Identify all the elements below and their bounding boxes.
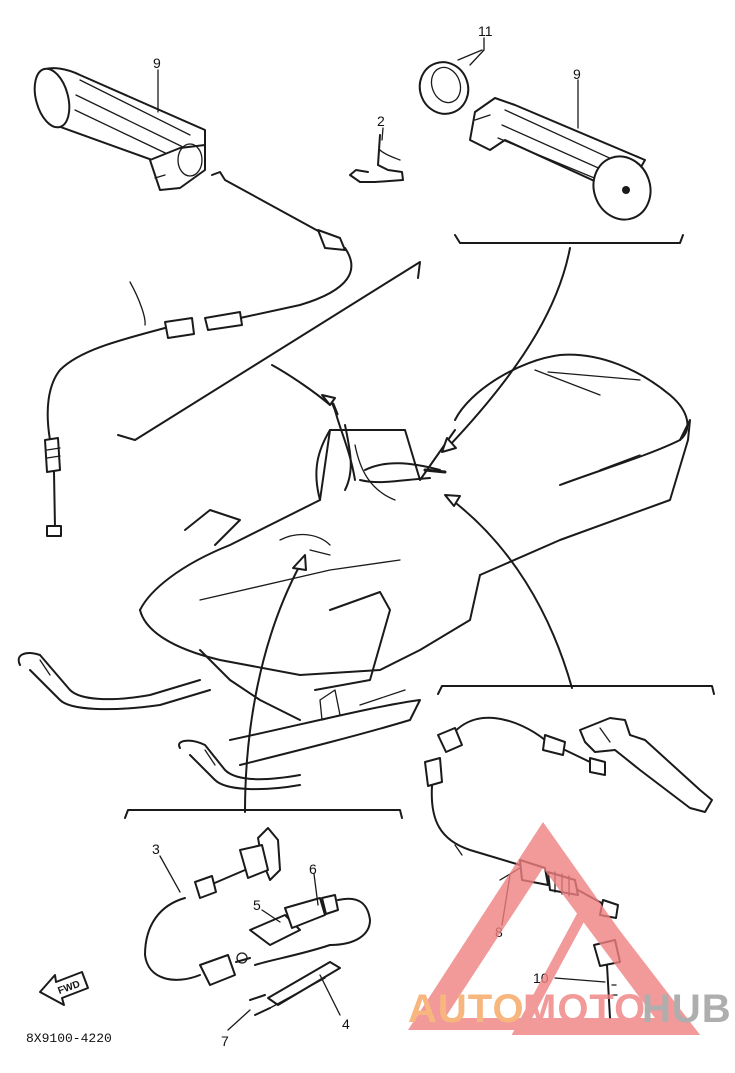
callout-3: 3 [152, 841, 160, 857]
starter-cable-kit [144, 827, 371, 1016]
callout-9-right: 9 [573, 66, 581, 82]
right-grip-assembly [418, 49, 652, 221]
watermark-logo: AUTO MOTO HUB [408, 822, 732, 1035]
clip-part [349, 134, 404, 183]
callout-6: 6 [309, 861, 317, 877]
fwd-arrow: FWD [39, 971, 89, 1006]
watermark-hub: HUB [642, 987, 732, 1031]
callout-9-left: 9 [153, 55, 161, 71]
group-brackets [117, 234, 715, 819]
callout-5: 5 [253, 897, 261, 913]
brake-lever-assembly [424, 716, 713, 919]
left-grip-assembly [33, 67, 353, 537]
watermark-auto: AUTO [408, 987, 525, 1031]
callout-2: 2 [377, 113, 385, 129]
callout-4: 4 [342, 1016, 350, 1032]
callout-11: 11 [478, 23, 493, 39]
callout-7: 7 [221, 1033, 229, 1049]
snowmobile-outline [17, 353, 691, 791]
harness-wires [279, 402, 447, 556]
pointer-arrows [244, 247, 573, 813]
part-code: 8X9100-4220 [26, 1031, 112, 1046]
watermark-moto: MOTO [523, 987, 646, 1031]
